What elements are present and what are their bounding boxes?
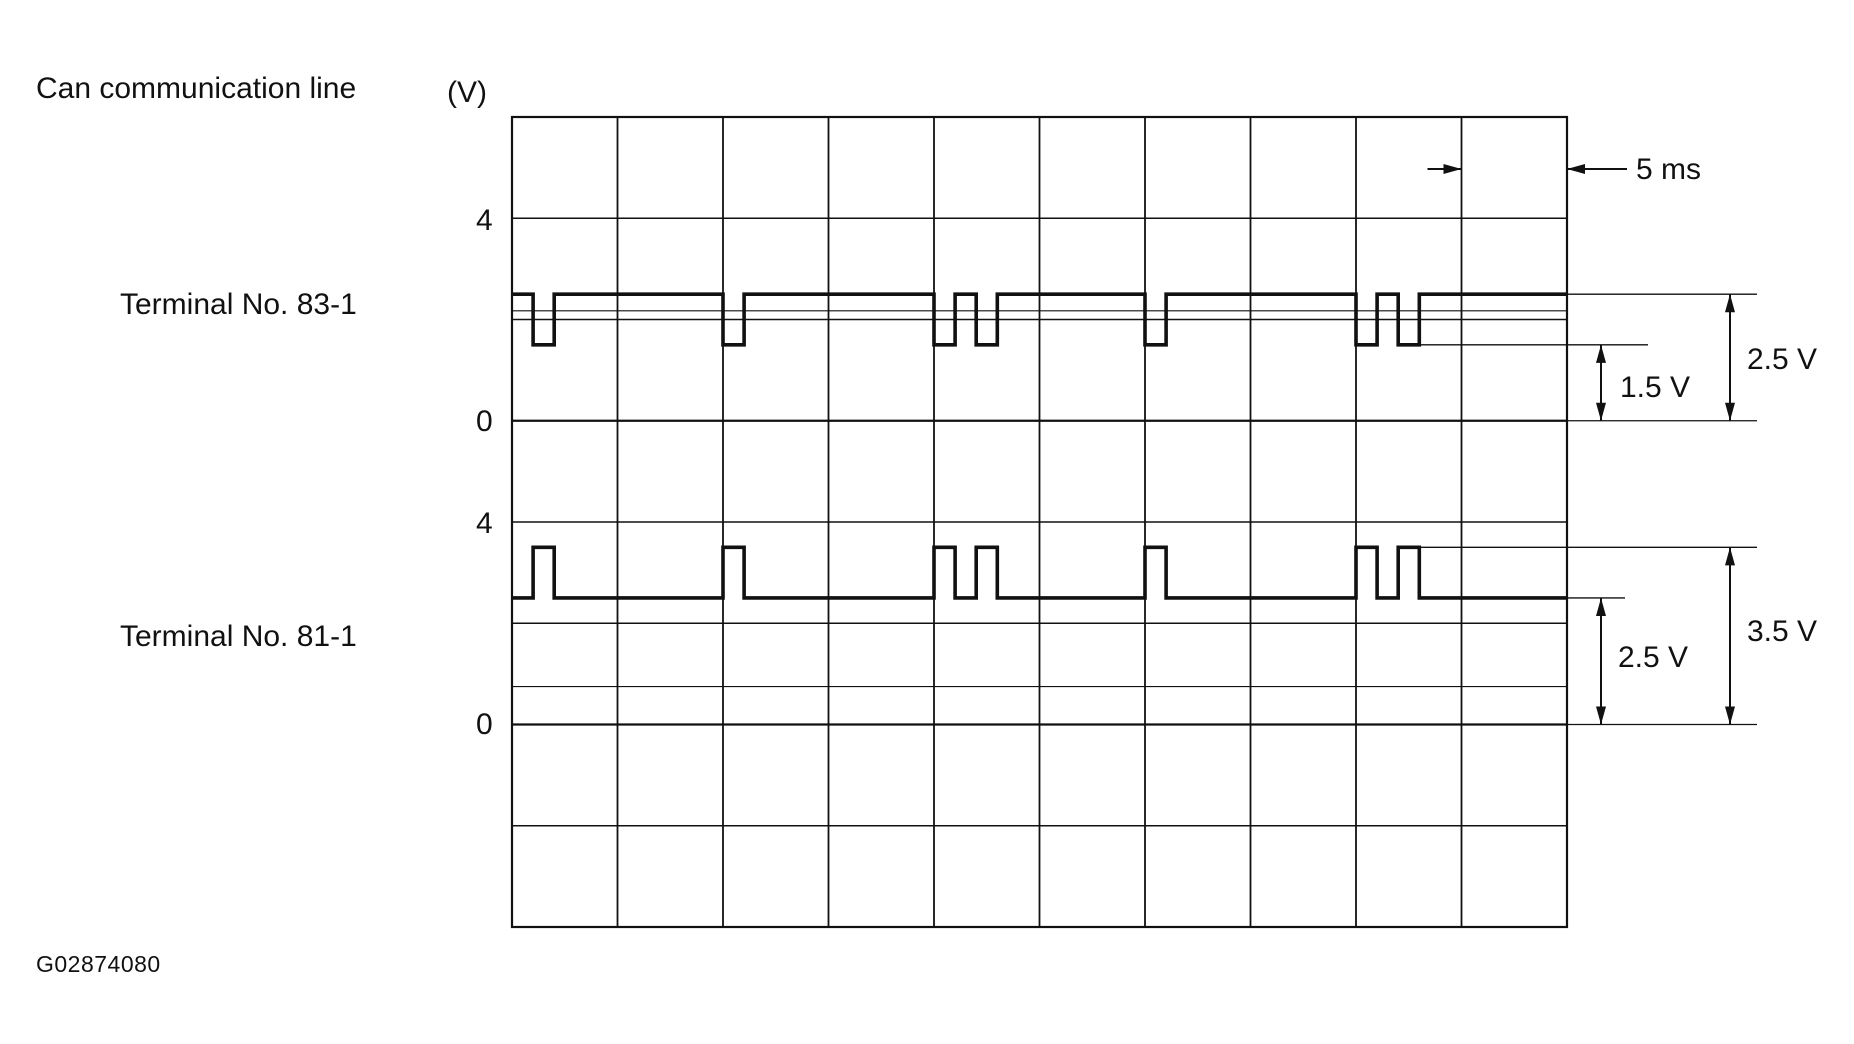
- oscilloscope-grid: [510, 115, 1569, 929]
- waveform-channel-1: [512, 292, 1567, 347]
- channel-2-label: Terminal No. 81-1: [120, 620, 357, 653]
- figure-id: G02874080: [36, 951, 161, 977]
- arrow-head-right: [1443, 164, 1462, 174]
- channel-1-axis-max: 4: [476, 204, 493, 237]
- channel-1-high-dimension-label: 2.5 V: [1747, 343, 1818, 376]
- arrow-head-left: [1567, 164, 1585, 174]
- arrow-head-up: [1725, 547, 1735, 566]
- channel-1-label: Terminal No. 83-1: [120, 288, 357, 321]
- waveforms: [512, 292, 1567, 600]
- arrow-head-up: [1596, 597, 1606, 616]
- arrow-head-up: [1725, 294, 1735, 313]
- time-division-label: 5 ms: [1636, 153, 1702, 186]
- channel-2-high-dimension-label: 3.5 V: [1747, 615, 1818, 648]
- voltage-unit-label: (V): [447, 76, 487, 109]
- waveform-channel-2: [512, 545, 1567, 600]
- arrow-head-down: [1725, 402, 1735, 421]
- channel-2-axis-zero: 0: [476, 708, 493, 741]
- arrow-head-down: [1725, 706, 1735, 725]
- arrow-head-down: [1596, 706, 1606, 725]
- diagram-title: Can communication line: [36, 72, 357, 105]
- channel-1-low-dimension-label: 1.5 V: [1620, 371, 1691, 404]
- arrow-head-up: [1596, 344, 1606, 363]
- voltage-dimensions: [1419, 164, 1757, 726]
- arrow-head-down: [1596, 402, 1606, 421]
- channel-2-axis-max: 4: [476, 507, 493, 540]
- channel-2-low-dimension-label: 2.5 V: [1618, 641, 1689, 674]
- channel-1-axis-zero: 0: [476, 405, 493, 438]
